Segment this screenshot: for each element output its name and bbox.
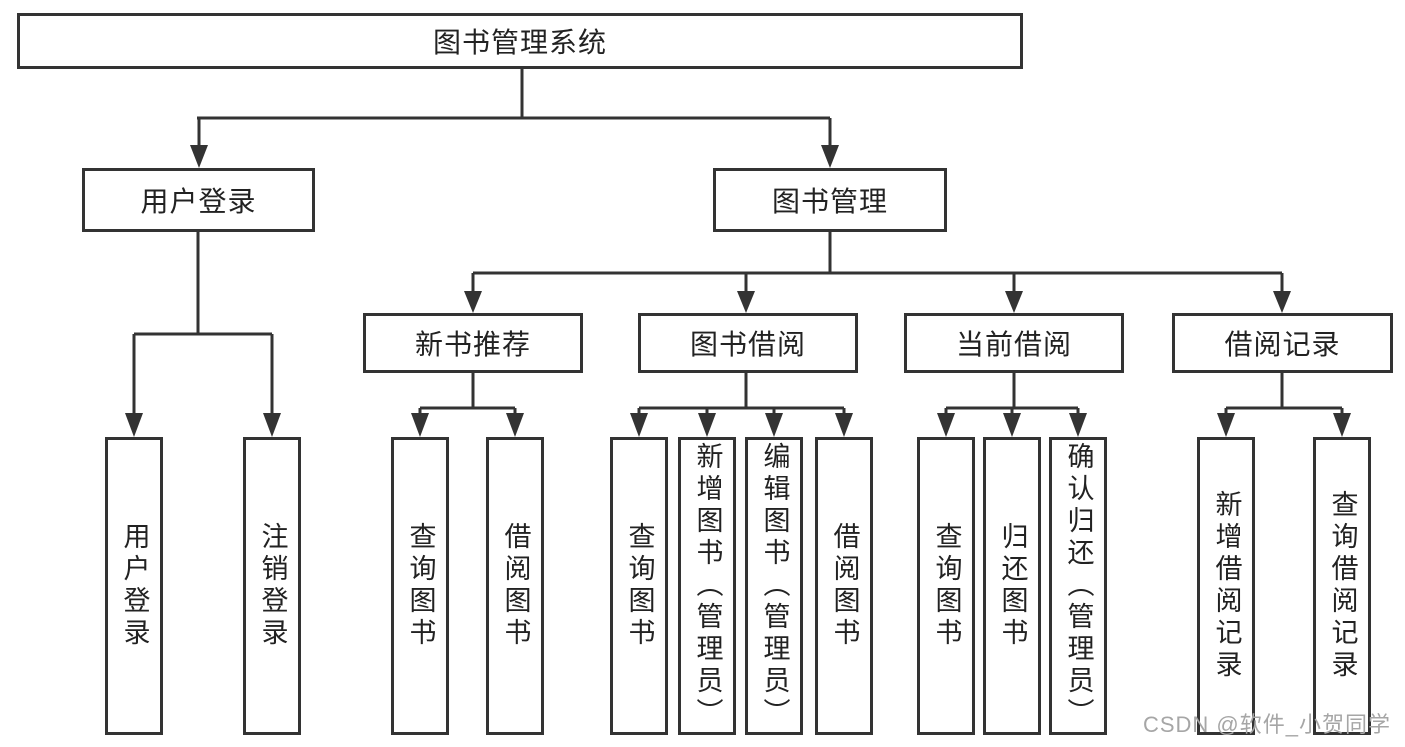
leaf-label: 查询图书 bbox=[405, 522, 436, 650]
arrowhead bbox=[698, 413, 716, 437]
leaf-borrow-books: 借阅图书 bbox=[815, 437, 873, 735]
leaf-user-login: 用户登录 bbox=[105, 437, 163, 735]
leaf-confirm-return-admin: 确认归还（管理员） bbox=[1049, 437, 1107, 735]
leaf-edit-books-admin: 编辑图书（管理员） bbox=[745, 437, 803, 735]
arrowhead bbox=[937, 413, 955, 437]
connector-root-to-level2 bbox=[197, 68, 832, 146]
arrowhead bbox=[411, 413, 429, 437]
arrowhead bbox=[506, 413, 524, 437]
leaf-label: 确认归还（管理员） bbox=[1063, 442, 1094, 730]
leaf-query-books-current: 查询图书 bbox=[917, 437, 975, 735]
arrowhead bbox=[630, 413, 648, 437]
node-current-borrow: 当前借阅 bbox=[904, 313, 1124, 373]
leaf-borrow-books-recommend: 借阅图书 bbox=[486, 437, 544, 735]
arrowhead bbox=[737, 291, 755, 313]
leaf-label: 借阅图书 bbox=[500, 522, 531, 650]
leaf-label: 查询借阅记录 bbox=[1327, 490, 1358, 682]
connector-book-borrow-branch bbox=[637, 373, 846, 416]
arrowhead bbox=[821, 145, 839, 168]
connector-current-borrow-branch bbox=[944, 373, 1080, 416]
arrowhead bbox=[1217, 413, 1235, 437]
arrowhead bbox=[1005, 291, 1023, 313]
leaf-label: 查询图书 bbox=[931, 522, 962, 650]
leaf-label: 新增图书（管理员） bbox=[692, 442, 723, 730]
leaf-label: 借阅图书 bbox=[829, 522, 860, 650]
node-new-book-recommend: 新书推荐 bbox=[363, 313, 583, 373]
leaf-label: 查询图书 bbox=[624, 522, 655, 650]
arrowhead bbox=[125, 413, 143, 437]
arrowhead bbox=[464, 291, 482, 313]
leaf-add-borrow-record: 新增借阅记录 bbox=[1197, 437, 1255, 735]
arrowhead bbox=[190, 145, 208, 168]
node-borrow-record: 借阅记录 bbox=[1172, 313, 1393, 373]
leaf-label: 归还图书 bbox=[997, 522, 1028, 650]
arrowhead bbox=[835, 413, 853, 437]
arrowhead bbox=[1003, 413, 1021, 437]
node-book-management: 图书管理 bbox=[713, 168, 947, 232]
connector-borrow-record-branch bbox=[1224, 373, 1344, 416]
node-book-borrow: 图书借阅 bbox=[638, 313, 858, 373]
leaf-label: 注销登录 bbox=[257, 522, 288, 650]
leaf-logout: 注销登录 bbox=[243, 437, 301, 735]
arrowhead bbox=[1069, 413, 1087, 437]
leaf-query-books-borrow: 查询图书 bbox=[610, 437, 668, 735]
connector-user-login-branch bbox=[132, 232, 274, 416]
leaf-label: 用户登录 bbox=[119, 522, 150, 650]
connector-book-management-branch bbox=[471, 232, 1284, 292]
node-user-login: 用户登录 bbox=[82, 168, 315, 232]
arrowhead bbox=[263, 413, 281, 437]
watermark: CSDN @软件_小贺同学 bbox=[1142, 712, 1391, 737]
arrowhead bbox=[1273, 291, 1291, 313]
leaf-query-books-recommend: 查询图书 bbox=[391, 437, 449, 735]
leaf-query-borrow-record: 查询借阅记录 bbox=[1313, 437, 1371, 735]
leaf-add-books-admin: 新增图书（管理员） bbox=[678, 437, 736, 735]
connector-new-book-recommend-branch bbox=[418, 373, 517, 416]
leaf-label: 新增借阅记录 bbox=[1211, 490, 1242, 682]
arrowhead bbox=[765, 413, 783, 437]
leaf-label: 编辑图书（管理员） bbox=[759, 442, 790, 730]
arrowhead bbox=[1333, 413, 1351, 437]
leaf-return-books: 归还图书 bbox=[983, 437, 1041, 735]
node-root-system: 图书管理系统 bbox=[17, 13, 1023, 69]
